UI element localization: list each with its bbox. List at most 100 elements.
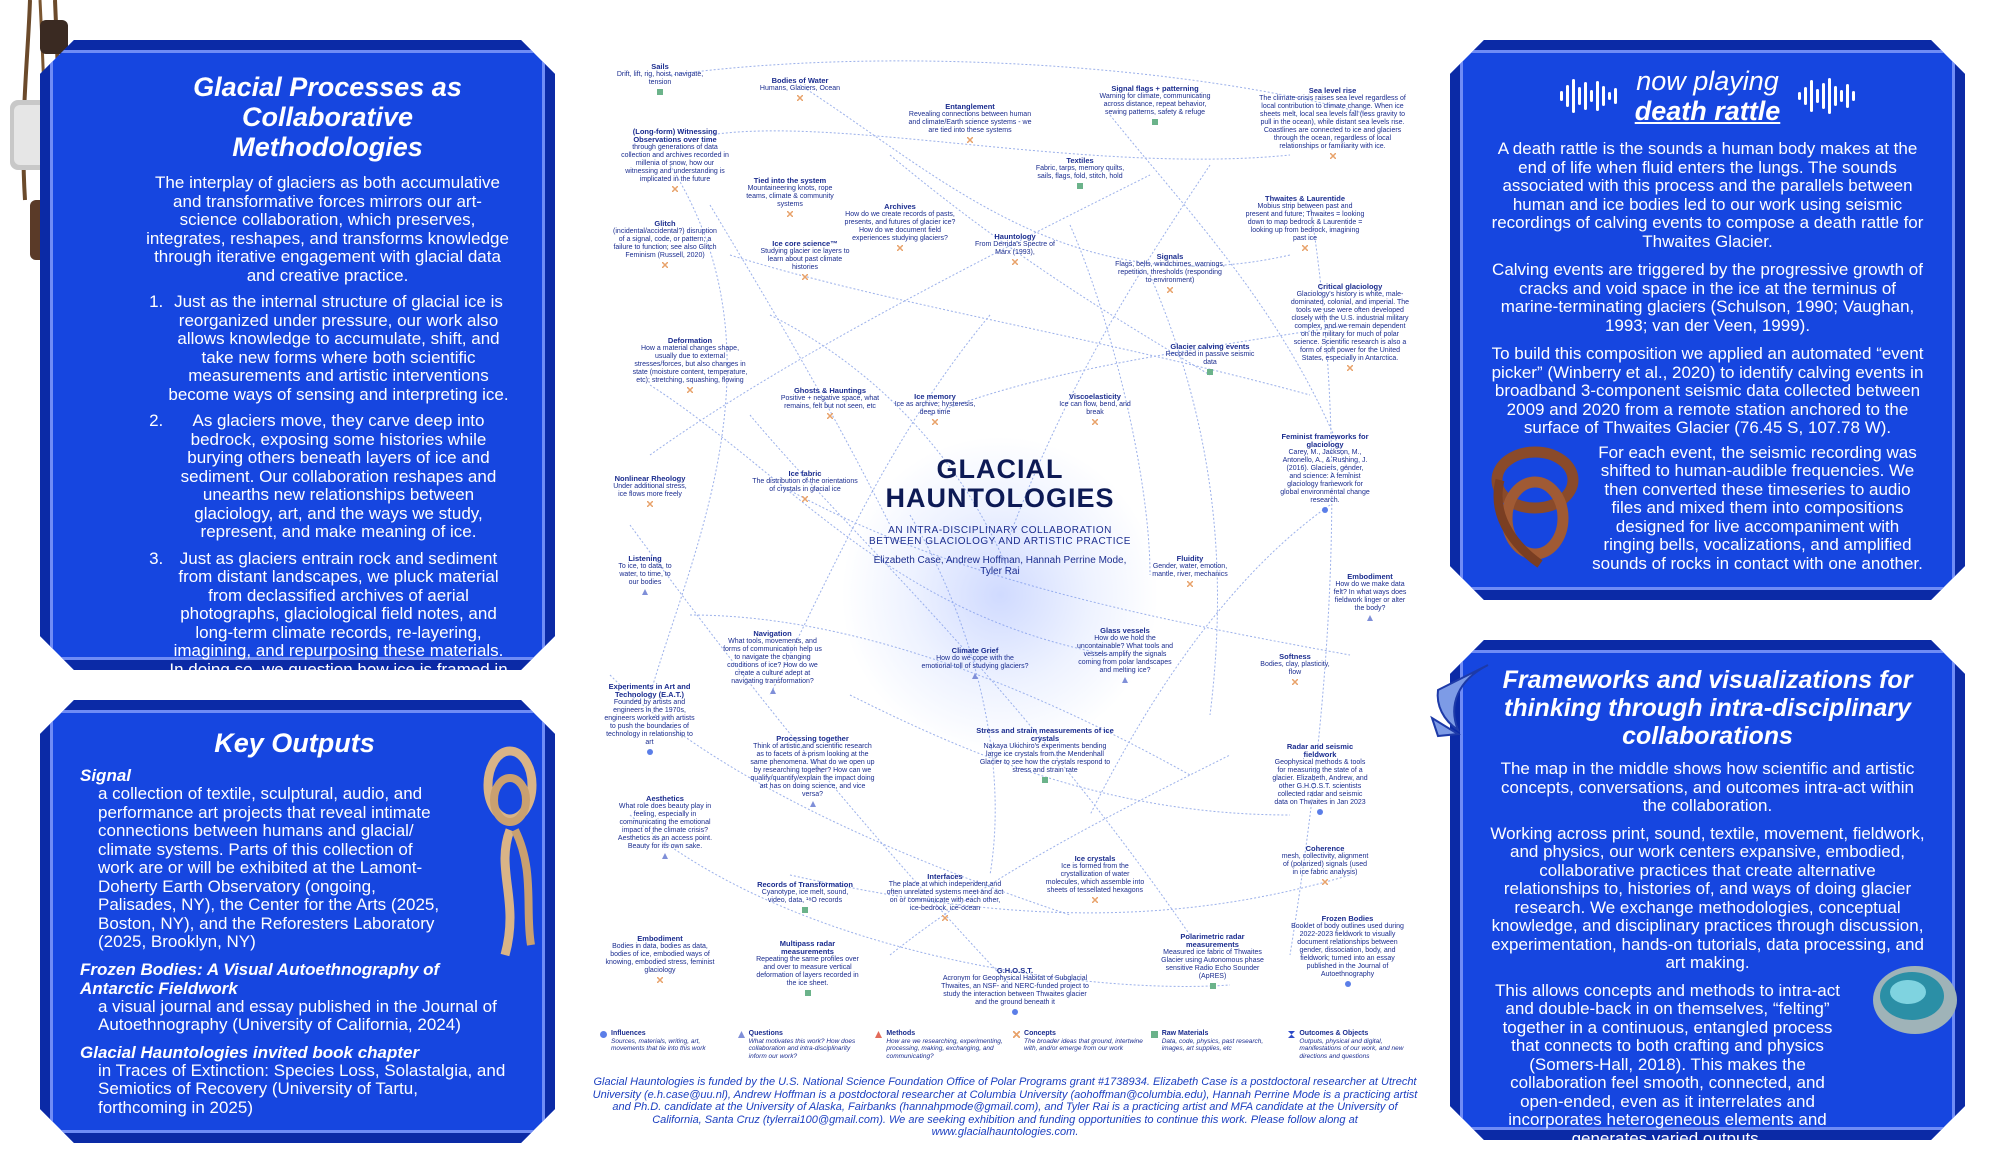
node-desc: Think of artistic and scientific researc… (750, 743, 875, 798)
funding-statement: Glacial Hauntologies is funded by the U.… (592, 1076, 1418, 1138)
node-desc: From Derrida's Spectre of Marx (1993), (975, 241, 1055, 256)
paragraph: This allows concepts and methods to intr… (1495, 980, 1840, 1148)
legend-title: Questions (748, 1030, 783, 1037)
now-playing-header: now playing death rattle (1490, 66, 1925, 126)
concept-marker-icon (787, 211, 793, 217)
node-desc: Acronym for Geophysical Habitat of Subgl… (941, 975, 1089, 1006)
legend-title: Raw Materials (1161, 1030, 1209, 1037)
legend-desc: Sources, materials, writing, art, moveme… (611, 1037, 706, 1053)
question-marker-icon (662, 853, 668, 859)
map-title-line: HAUNTOLOGIES (885, 483, 1115, 513)
panel-title: Glacial Processes as Collaborative Metho… (193, 72, 462, 162)
raw-material-marker-icon (657, 89, 663, 95)
output-title: Glacial Hauntologies invited book chapte… (80, 1042, 420, 1062)
node-desc: Fabric, tarps, memory quilts, sails, fla… (1035, 165, 1125, 180)
influence-marker-icon (1317, 809, 1323, 815)
legend-title: Methods (886, 1030, 916, 1037)
process-list: Just as the internal structure of glacia… (146, 293, 509, 753)
node-title: Ice memory (914, 392, 956, 401)
map-node: Experiments in Art and Technology (E.A.T… (602, 683, 697, 755)
concept-marker-icon (1013, 1031, 1021, 1038)
node-title: Glass vessels (1100, 626, 1150, 635)
node-desc: Bodies in data, bodies as data, bodies o… (605, 943, 715, 974)
node-desc: Measured ice fabric of Thwaites Glacier … (1161, 949, 1264, 980)
raw-material-marker-icon (1042, 777, 1048, 783)
question-marker-icon (972, 673, 978, 679)
concept-marker-icon (1092, 419, 1098, 425)
map-node: (Long-form) Witnessing Observations over… (620, 128, 730, 192)
node-title: Tied into the system (753, 176, 827, 185)
panel-key-outputs: Key Outputs Signal a collection of texti… (40, 700, 555, 1143)
node-desc: through generations of data collection a… (621, 144, 729, 183)
raw-material-marker-icon (1207, 369, 1213, 375)
node-desc: Drift, lift, rig, hoist, navigate, tensi… (616, 71, 704, 86)
node-title: Entanglement (945, 102, 995, 111)
node-title: Aesthetics (646, 794, 684, 803)
map-connections (609, 60, 1371, 987)
map-subtitle: AN INTRA-DISCIPLINARY COLLABORATION BETW… (869, 525, 1131, 547)
panel-death-rattle: now playing death rattle A death rattle … (1450, 40, 1965, 600)
concept-marker-icon (672, 186, 678, 192)
concept-marker-icon (1092, 897, 1098, 903)
node-desc: Warning for climate, communicating acros… (1099, 93, 1211, 116)
node-desc: Nakaya Ukichiro's experiments bending la… (979, 743, 1111, 774)
node-desc: Booklet of body outlines used during 202… (1291, 923, 1404, 978)
node-title: Experiments in Art and Technology (E.A.T… (608, 682, 691, 699)
legend-title: Concepts (1024, 1030, 1056, 1037)
node-desc: Ice can flow, bend, and break (1059, 401, 1131, 416)
influence-marker-icon (600, 1031, 607, 1038)
node-title: G.H.O.S.T. (996, 966, 1034, 975)
node-title: Polarimetric radar measurements (1180, 932, 1245, 949)
map-title-line: GLACIAL (936, 454, 1064, 484)
node-title: Viscoelasticity (1069, 392, 1121, 401)
question-marker-icon (1122, 677, 1128, 683)
node-title: Feminist frameworks for glaciology (1281, 432, 1369, 449)
node-title: Ice fabric (788, 469, 822, 478)
concept-marker-icon (1012, 259, 1018, 265)
node-title: Textiles (1066, 156, 1094, 165)
concept-marker-icon (1167, 287, 1173, 293)
node-desc: Founded by artists and engineers in the … (604, 699, 695, 746)
node-desc: Ice as archive; hysteresis, deep time (894, 401, 976, 416)
node-title: Ghosts & Hauntings (793, 386, 867, 395)
node-desc: Mountaineering knots, rope teams, climat… (746, 185, 834, 208)
map-node: Stress and strain measurements of ice cr… (975, 727, 1115, 783)
node-desc: Repeating the same profiles over and ove… (756, 956, 859, 987)
concept-marker-icon (802, 496, 808, 502)
knot-photo (1491, 446, 1579, 568)
panel-intro: The interplay of glaciers as both accumu… (146, 173, 509, 285)
map-title-block: GLACIAL HAUNTOLOGIES AN INTRA-DISCIPLINA… (865, 454, 1135, 578)
now-playing-label: now playing death rattle (1635, 66, 1781, 126)
node-title: Fluidity (1176, 554, 1204, 563)
paragraph: The map in the middle shows how scientif… (1500, 759, 1915, 815)
node-desc: Under additional stress, ice flows more … (613, 483, 687, 498)
node-title: Ice crystals (1074, 854, 1116, 863)
raw-material-marker-icon (1077, 183, 1083, 189)
node-title: Glacier calving events (1170, 342, 1250, 351)
node-desc: How a material changes shape, usually du… (632, 345, 748, 384)
paragraph: Working across print, sound, textile, mo… (1490, 823, 1925, 972)
node-title: Softness (1279, 652, 1311, 661)
concept-marker-icon (1329, 153, 1336, 159)
node-desc: Gender, water, emotion, mantle, river, m… (1152, 563, 1228, 578)
node-title: Radar and seismic fieldwork (1286, 742, 1354, 759)
concept-marker-icon (1292, 679, 1298, 685)
